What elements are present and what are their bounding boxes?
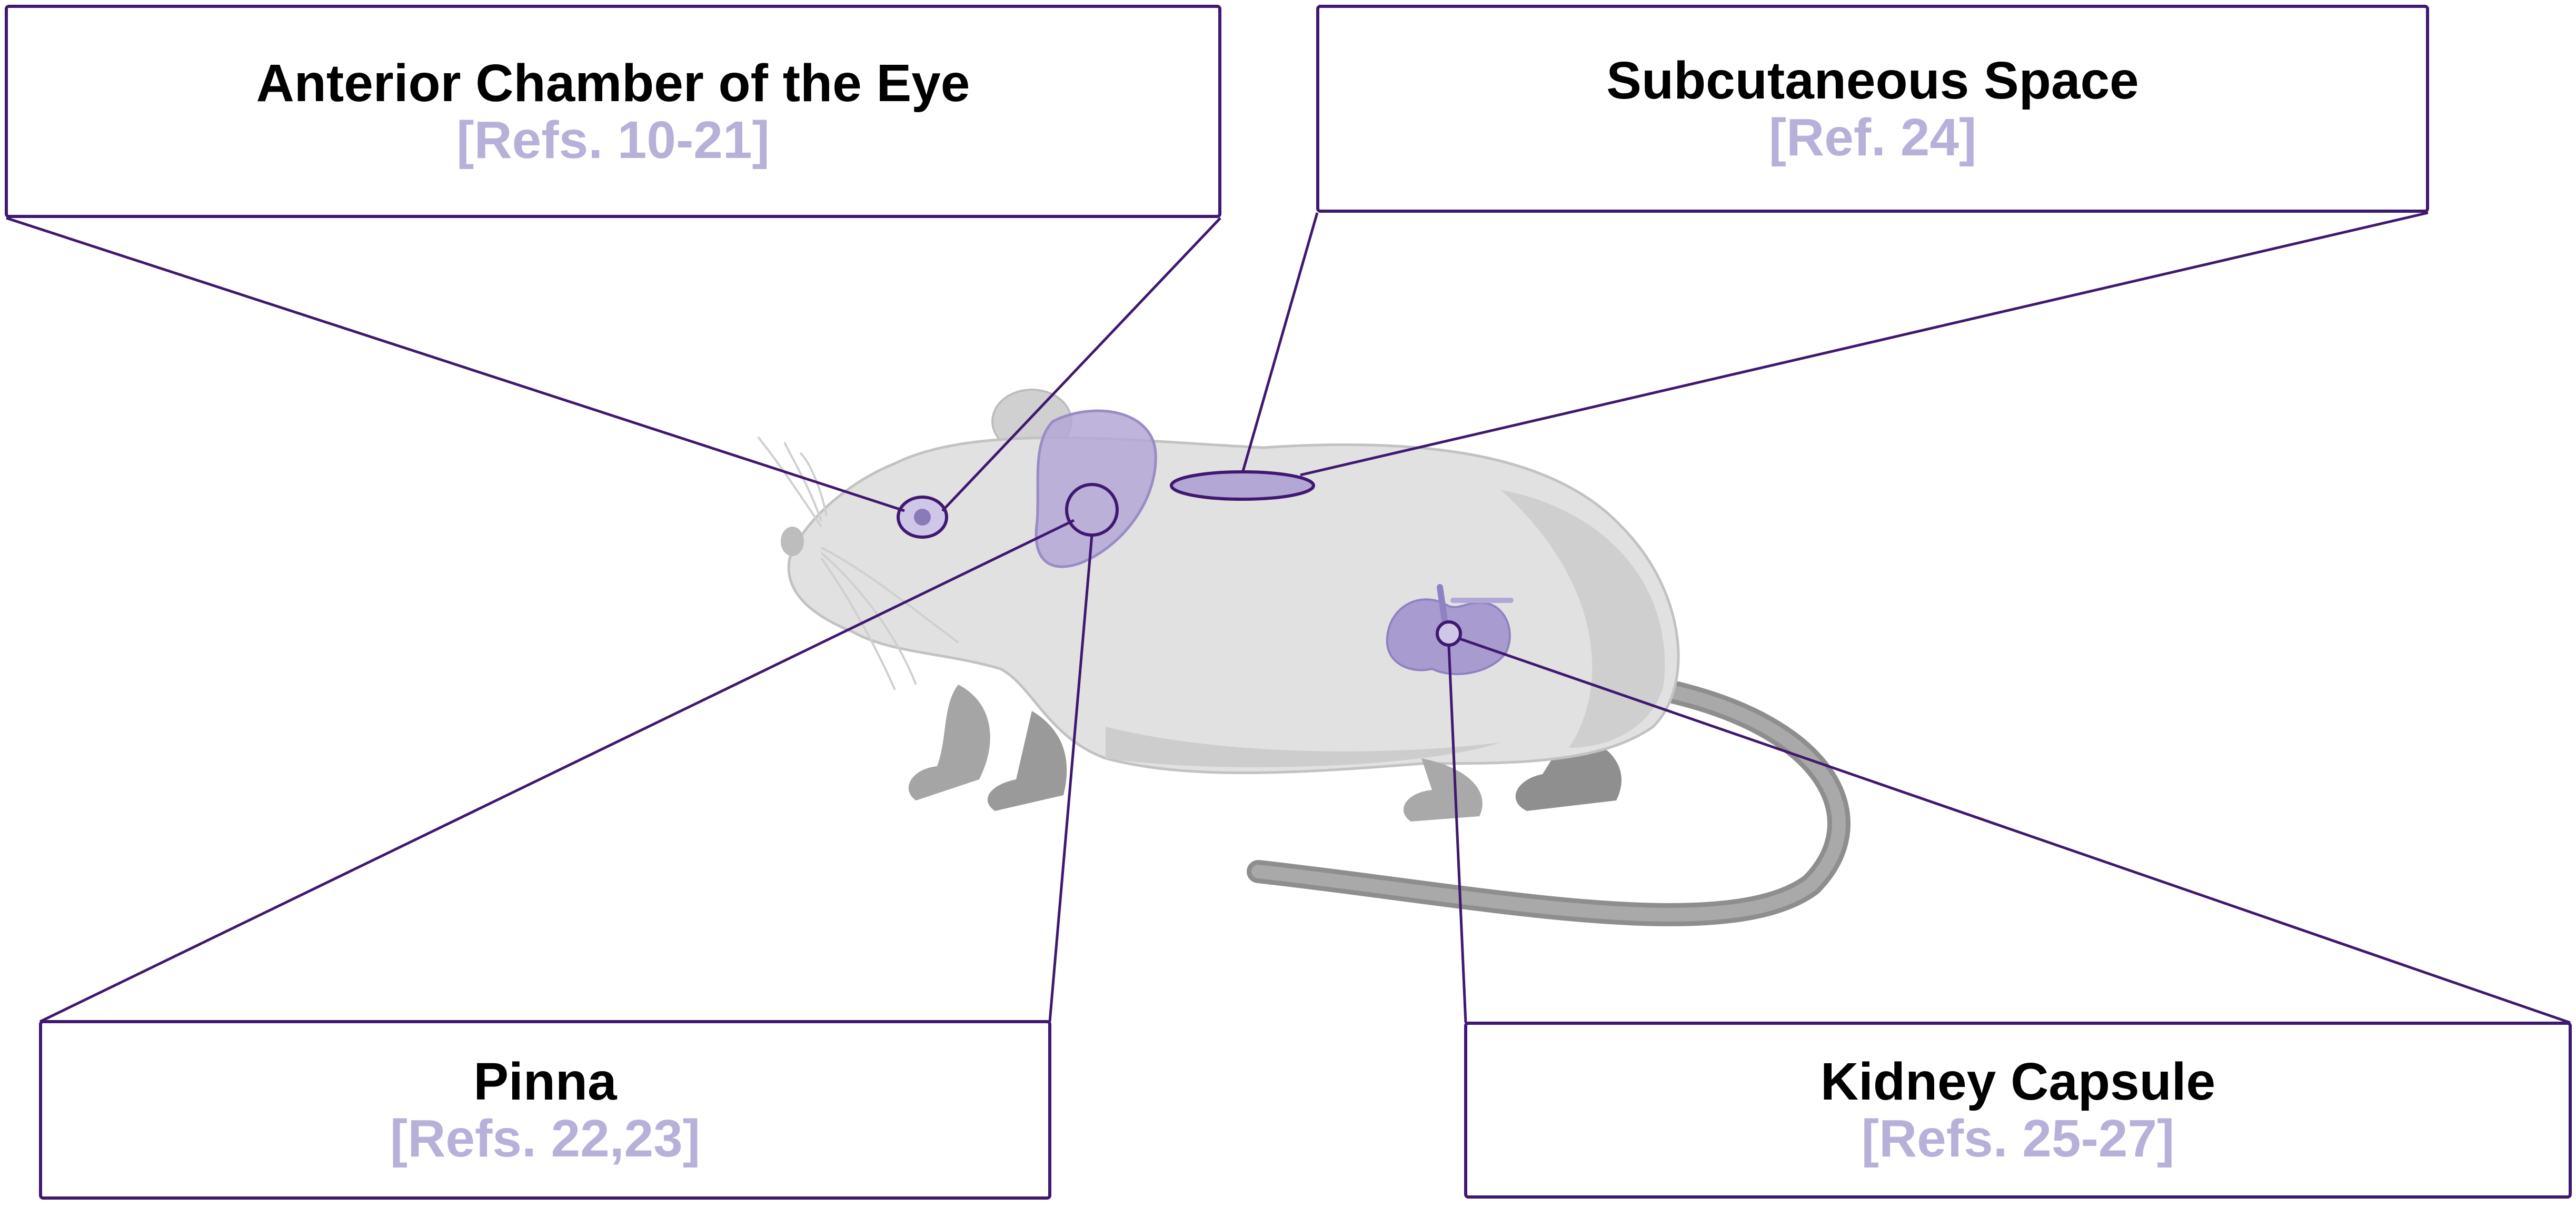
pinna-label-title: Pinna (473, 1052, 617, 1111)
pinna-callout-line-right (1048, 535, 1093, 1022)
subcutaneous-label-title: Subcutaneous Space (1606, 51, 2139, 110)
mouse-nose (781, 527, 804, 556)
eye-callout-line-left (6, 216, 905, 512)
eye-label-box: Anterior Chamber of the Eye [Refs. 10-21… (5, 5, 1221, 218)
mouse-icon (757, 389, 1851, 926)
subq-callout-line-left (1241, 212, 1319, 473)
subcutaneous-label-box: Subcutaneous Space [Ref. 24] (1316, 5, 2429, 213)
kidney-capsule-site-marker (1436, 620, 1462, 647)
subcutaneous-label-refs: [Ref. 24] (1768, 107, 1977, 167)
kidney-label-title: Kidney Capsule (1820, 1052, 2216, 1111)
eye-label-refs: [Refs. 10-21] (456, 110, 770, 170)
kidney-callout-line-left (1447, 645, 1467, 1023)
kidney-label-refs: [Refs. 25-27] (1861, 1109, 2175, 1168)
mouse-front-leg-far (987, 711, 1067, 811)
subcutaneous-site-marker (1170, 470, 1315, 501)
eye-pupil (914, 509, 931, 526)
kidney-callout-line-right (1458, 637, 2571, 1024)
pinna-site (1035, 409, 1157, 568)
eye-callout-line-right (941, 217, 1221, 512)
kidney-label-box: Kidney Capsule [Refs. 25-27] (1464, 1022, 2572, 1199)
mouse-hind-leg-near (1403, 758, 1483, 822)
eye-label-title: Anterior Chamber of the Eye (256, 53, 970, 113)
pinna-label-refs: [Refs. 22,23] (390, 1109, 701, 1168)
pinna-label-box: Pinna [Refs. 22,23] (39, 1020, 1051, 1200)
mouse-whiskers (757, 436, 959, 690)
mouse-front-leg-near (908, 685, 990, 800)
callout-lines (6, 211, 2571, 1024)
pinna-callout-line-left (39, 519, 1075, 1023)
subq-callout-line-right (1300, 211, 2429, 477)
site-markers (897, 470, 1462, 647)
